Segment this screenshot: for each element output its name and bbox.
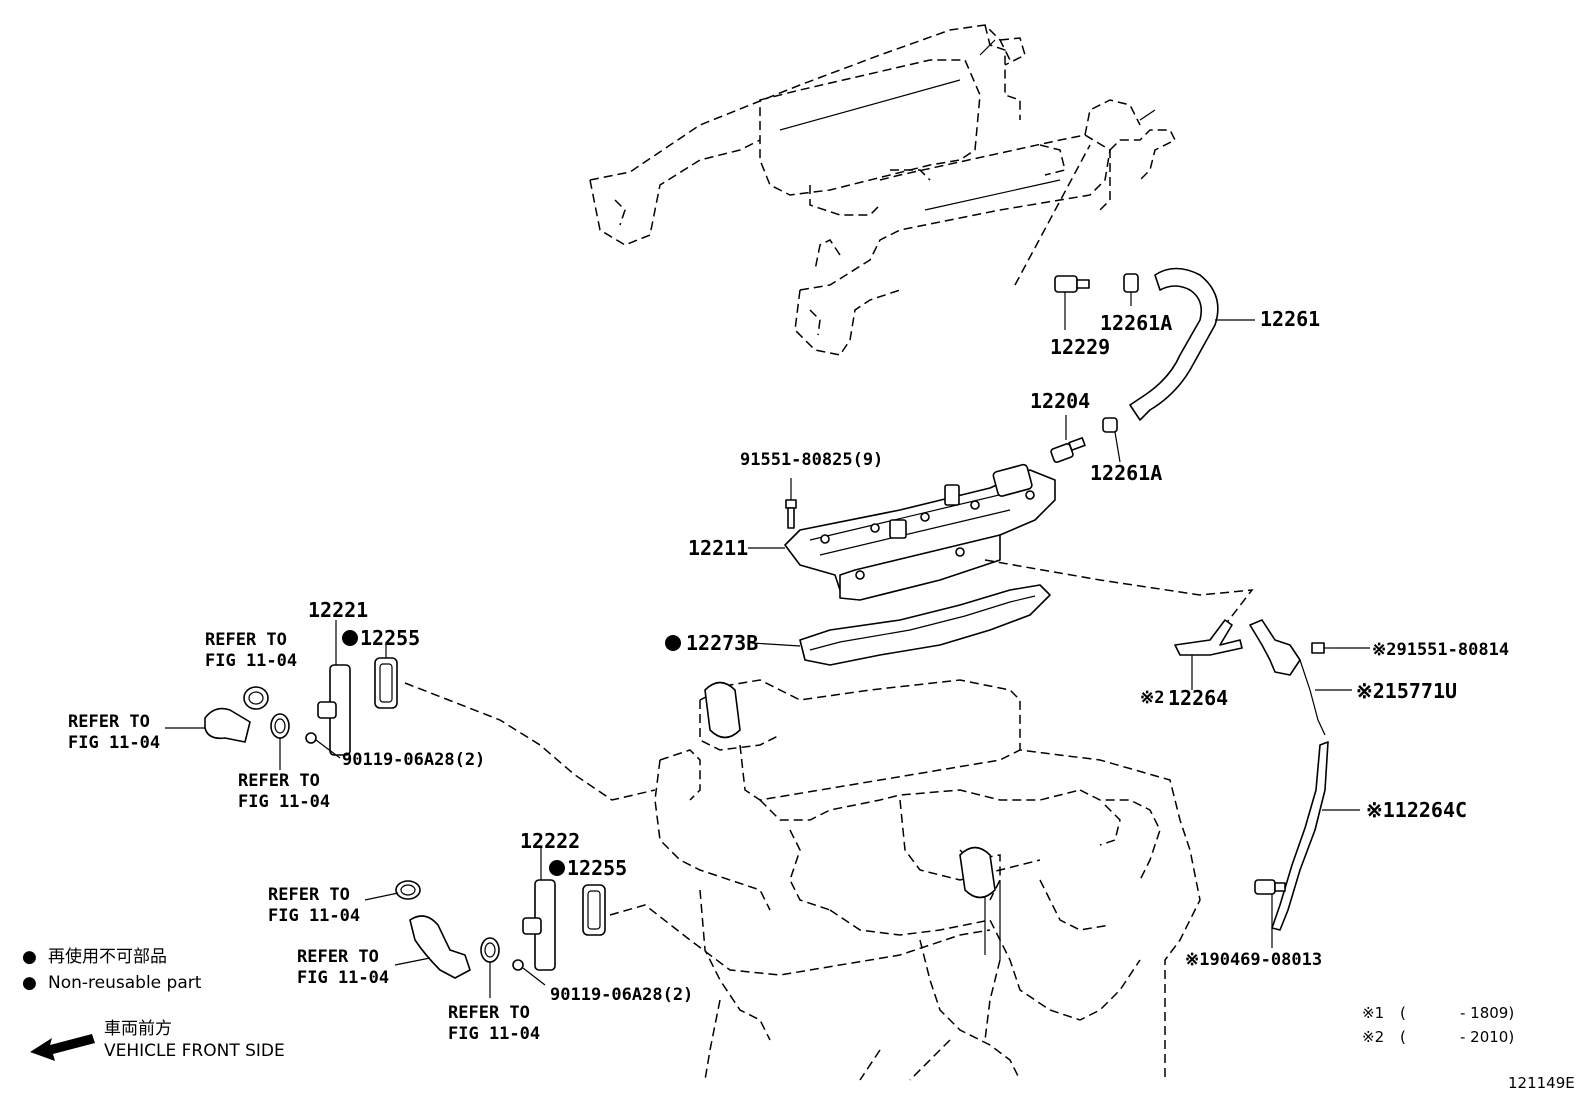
label-12261a-mid: 12261A bbox=[1090, 461, 1162, 485]
refer-label-6-line2: FIG 11-04 bbox=[448, 1024, 540, 1044]
label-90119-top: 90119-06A28(2) bbox=[342, 750, 485, 770]
note-2-range: - 2010) bbox=[1460, 1028, 1514, 1046]
label-91551-80814: ※291551-80814 bbox=[1372, 640, 1509, 660]
note-2-mark: ※2 bbox=[1362, 1028, 1384, 1046]
legend-bullet-2: ● bbox=[22, 973, 37, 993]
refer-label-5-line2: FIG 11-04 bbox=[297, 968, 389, 988]
bolt-91551-80814 bbox=[1311, 642, 1370, 654]
legend-front-en: VEHICLE FRONT SIDE bbox=[104, 1041, 285, 1061]
label-12261a-top: 12261A bbox=[1100, 311, 1172, 335]
sensor-90469-08013 bbox=[1254, 879, 1286, 948]
label-12255-top: 12255 bbox=[360, 626, 420, 650]
hose-refer-left-top bbox=[165, 707, 251, 743]
refer-label-3-line1: REFER TO bbox=[238, 771, 320, 791]
bolt-90119-bottom bbox=[512, 959, 546, 986]
clamp-refer-lower-top bbox=[364, 880, 421, 901]
hose-12261 bbox=[1129, 267, 1255, 421]
clamp-refer-top bbox=[243, 686, 269, 710]
refer-label-3-line2: FIG 11-04 bbox=[238, 792, 330, 812]
label-12261: 12261 bbox=[1260, 307, 1320, 331]
label-90469-08013: ※190469-08013 bbox=[1185, 950, 1322, 970]
refer-label-1-line1: REFER TO bbox=[205, 630, 287, 650]
note-1-range: - 1809) bbox=[1460, 1004, 1514, 1022]
refer-label-2-line1: REFER TO bbox=[68, 712, 150, 732]
cylinder-head-cover-12211 bbox=[748, 463, 1056, 601]
gasket-12255-bottom bbox=[582, 884, 606, 936]
label-12264c: ※112264C bbox=[1366, 798, 1467, 822]
note-2-open: ( bbox=[1400, 1028, 1406, 1046]
bypass-pipe-12221 bbox=[317, 620, 351, 756]
ring-refer-mid bbox=[270, 713, 290, 770]
pipe-12264c bbox=[1271, 741, 1360, 931]
figure-id: 121149E bbox=[1508, 1074, 1575, 1092]
intake-manifold-outline bbox=[589, 24, 1177, 356]
label-12222: 12222 bbox=[520, 829, 580, 853]
refer-label-5-line1: REFER TO bbox=[297, 947, 379, 967]
hose-refer-lower bbox=[394, 915, 471, 979]
gasket-12255-top bbox=[374, 645, 398, 709]
hose-12264 bbox=[1174, 619, 1243, 690]
label-91551-80825: 91551-80825(9) bbox=[740, 450, 883, 470]
engine-block-outline bbox=[654, 679, 1201, 1081]
bracket-15771u bbox=[1249, 619, 1352, 736]
legend-nonreusable-jp: 再使用不可部品 bbox=[48, 946, 167, 967]
grommet-12261a-mid bbox=[1102, 417, 1121, 463]
label-12255-bottom: 12255 bbox=[567, 856, 627, 880]
label-15771u: ※215771U bbox=[1356, 679, 1457, 703]
refer-label-2-line2: FIG 11-04 bbox=[68, 733, 160, 753]
label-90119-bottom: 90119-06A28(2) bbox=[550, 985, 693, 1005]
nonreusable-dot-12255-top bbox=[342, 630, 358, 646]
nonreusable-dot-12273b bbox=[665, 635, 681, 651]
label-12273b: 12273B bbox=[686, 631, 758, 655]
bypass-pipe-12222 bbox=[522, 848, 556, 971]
legend-nonreusable-en: Non-reusable part bbox=[48, 973, 202, 993]
front-arrow-icon bbox=[30, 1034, 95, 1061]
grommet-12261a-top bbox=[1123, 273, 1139, 306]
refer-label-4-line2: FIG 11-04 bbox=[268, 906, 360, 926]
nonreusable-dot-12255-bottom bbox=[549, 860, 565, 876]
refer-label-6-line1: REFER TO bbox=[448, 1003, 530, 1023]
refer-label-4-line1: REFER TO bbox=[268, 885, 350, 905]
label-12264-mark: ※2 bbox=[1140, 688, 1164, 708]
pcv-valve-12229 bbox=[1054, 275, 1090, 330]
label-12264: 12264 bbox=[1168, 686, 1228, 710]
label-12204: 12204 bbox=[1030, 389, 1090, 413]
legend-bullet-1: ● bbox=[22, 947, 37, 967]
refer-label-1-line2: FIG 11-04 bbox=[205, 651, 297, 671]
note-1-mark: ※1 bbox=[1362, 1004, 1384, 1022]
pcv-valve-12204 bbox=[1050, 415, 1086, 463]
bolt-91551-80825 bbox=[785, 478, 797, 529]
note-1-open: ( bbox=[1400, 1004, 1406, 1022]
bolt-90119-top bbox=[305, 732, 341, 759]
legend-front-jp: 車両前方 bbox=[104, 1019, 172, 1039]
label-12229: 12229 bbox=[1050, 335, 1110, 359]
label-12211: 12211 bbox=[688, 536, 748, 560]
ring-refer-lower bbox=[480, 937, 500, 998]
gasket-12273b bbox=[751, 584, 1051, 666]
label-12221: 12221 bbox=[308, 598, 368, 622]
